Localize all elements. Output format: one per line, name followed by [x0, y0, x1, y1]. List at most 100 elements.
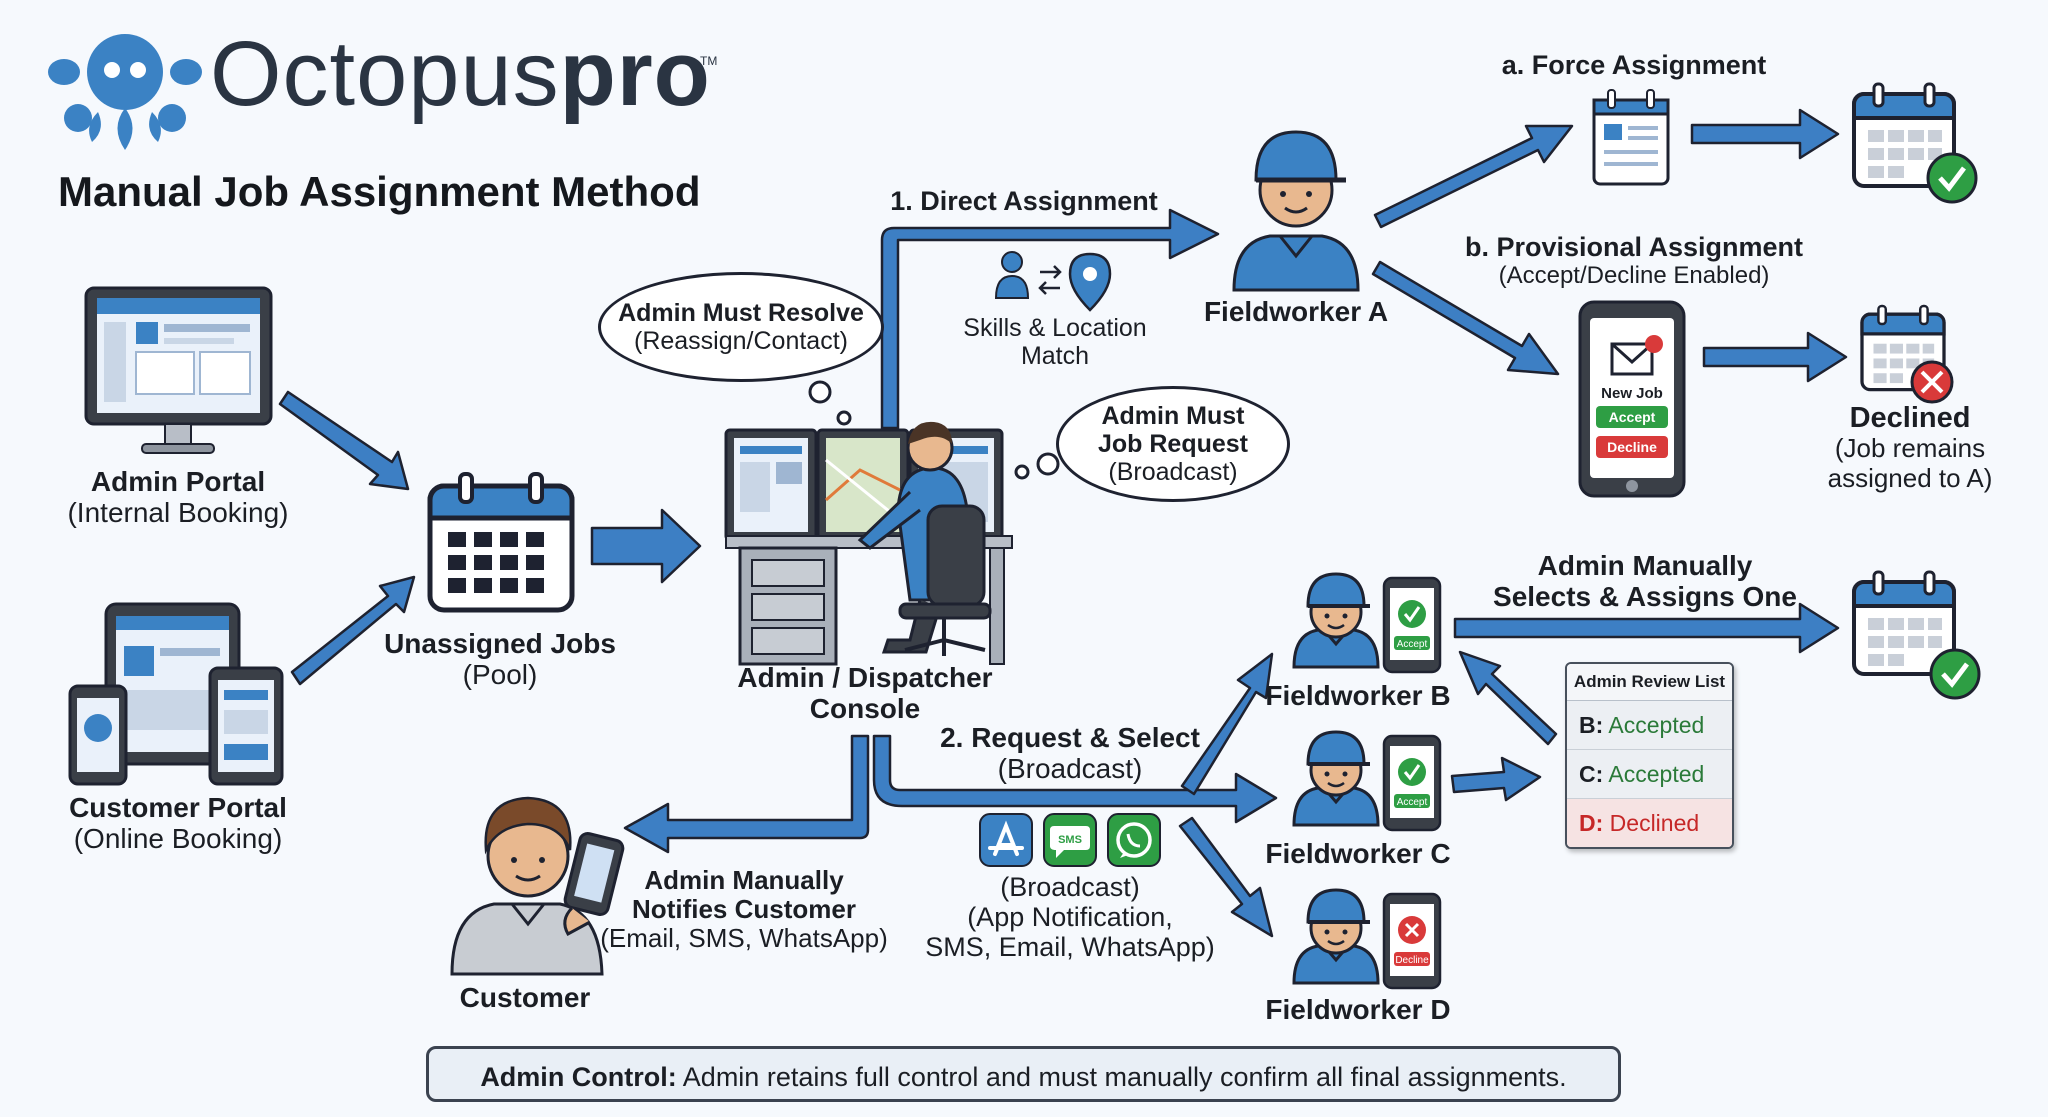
admin-portal-title: Admin Portal [90, 466, 266, 497]
selected-done-calendar-icon [1852, 570, 1981, 700]
fieldworker-b-phone-icon [1382, 576, 1442, 674]
skills-location-label: Skills & Location Match [940, 314, 1170, 370]
arrow-review-to-b [1458, 650, 1558, 746]
sms-icon: SMS [1043, 813, 1097, 867]
notify-customer-line-1: Admin Manually [644, 865, 844, 895]
brand-name-bold: pro [559, 23, 711, 125]
flow-arrows [278, 108, 1848, 938]
fieldworker-b-label: Fieldworker B [1265, 680, 1451, 711]
provisional-assignment-title: b. Provisional Assignment [1465, 232, 1803, 262]
declined-line-1: (Job remains [1834, 433, 1986, 464]
arrow-direct-assignment [880, 208, 1220, 430]
force-assignment-document-icon [1592, 89, 1670, 186]
review-row-b-status: Accepted [1608, 712, 1705, 738]
request-select-label: 2. Request & Select (Broadcast) [930, 722, 1210, 785]
phone-accept-button[interactable]: Accept [1609, 409, 1656, 425]
pool-subtitle: (Pool) [462, 659, 538, 691]
customer-label: Customer [459, 982, 591, 1013]
skills-location-line-1: Skills & Location [963, 314, 1147, 342]
review-row-d[interactable]: D: Declined [1567, 799, 1732, 847]
customer-portal-title: Customer Portal [69, 792, 287, 823]
footer-text: Admin retains full control and must manu… [676, 1062, 1567, 1092]
fieldworker-c-avatar [1292, 730, 1380, 827]
fieldworker-b-avatar [1292, 572, 1380, 669]
whatsapp-icon [1107, 813, 1161, 867]
declined-line-2: assigned to A) [1827, 462, 1993, 493]
notify-customer-line-2: Notifies Customer [632, 894, 856, 925]
arrow-a-to-force [1373, 124, 1574, 229]
fieldworker-a-avatar [1232, 130, 1360, 292]
arrow-a-to-provisional [1371, 260, 1560, 376]
provisional-assignment-subtitle: (Accept/Decline Enabled) [1499, 262, 1770, 289]
fieldworker-c-label: Fieldworker C [1265, 838, 1451, 869]
phone-decline-button[interactable]: Decline [1607, 439, 1657, 455]
review-row-c-key: C: [1579, 761, 1604, 787]
brand-name-light: Octopus [210, 23, 560, 125]
broadcast-channels-label: (Broadcast) (App Notification, SMS, Emai… [900, 872, 1240, 963]
admin-portal-subtitle: (Internal Booking) [67, 497, 289, 529]
thought-bubble-tails [808, 380, 1060, 480]
admin-resolve-title: Admin Must Resolve [618, 299, 864, 327]
fieldworker-c-phone-label: Accept [1397, 797, 1428, 808]
admin-portal-label: Admin Portal (Internal Booking) [40, 466, 316, 529]
review-row-d-key: D: [1579, 810, 1604, 836]
skills-location-icon [994, 251, 1112, 312]
admin-selects-line-2: Selects & Assigns One [1493, 581, 1797, 613]
phone-new-job-label: New Job [1601, 385, 1663, 402]
sms-icon-label: SMS [1058, 834, 1082, 846]
footer-bold-label: Admin Control: [480, 1062, 677, 1092]
app-store-icon [979, 813, 1033, 867]
dispatcher-workstation-icon [724, 421, 1013, 666]
admin-broadcast-subtitle: (Broadcast) [1108, 458, 1238, 486]
customer-portal-subtitle: (Online Booking) [73, 823, 283, 855]
arrow-c-to-review [1450, 756, 1542, 802]
pool-title: Unassigned Jobs [384, 628, 616, 659]
review-row-c-status: Accepted [1608, 761, 1705, 787]
declined-label: Declined (Job remains assigned to A) [1800, 402, 2020, 493]
skills-location-line-2: Match [1020, 342, 1090, 370]
review-row-c[interactable]: C: Accepted [1567, 750, 1732, 799]
admin-broadcast-line-2: Job Request [1097, 430, 1249, 458]
provisional-phone-icon [1578, 300, 1686, 498]
admin-control-footer: Admin Control: Admin retains full contro… [426, 1046, 1621, 1102]
review-row-b-key: B: [1579, 712, 1604, 738]
fieldworker-d-label: Fieldworker D [1265, 994, 1451, 1025]
arrow-request-to-b [1180, 652, 1274, 796]
arrow-console-to-c [872, 734, 1278, 824]
admin-broadcast-line-1: Admin Must [1101, 402, 1245, 430]
fieldworker-a-label: Fieldworker A [1203, 296, 1389, 327]
page-title: Manual Job Assignment Method [58, 168, 701, 215]
octopus-logo-icon [48, 34, 202, 150]
admin-monitor-icon [84, 286, 273, 454]
arrow-customer-to-pool [290, 575, 416, 686]
notify-customer-line-3: (Email, SMS, WhatsApp) [600, 923, 888, 954]
broadcast-channels-line-2: (App Notification, [967, 902, 1173, 933]
broadcast-channels-line-3: SMS, Email, WhatsApp) [925, 932, 1215, 963]
admin-selects-label: Admin Manually Selects & Assigns One [1470, 550, 1820, 613]
admin-resolve-bubble: Admin Must Resolve (Reassign/Contact) [598, 272, 884, 382]
brand-wordmark: Octopuspro [210, 28, 711, 120]
customer-portal-label: Customer Portal (Online Booking) [40, 792, 316, 855]
arrow-force-to-done [1690, 108, 1840, 160]
force-done-calendar-icon [1852, 82, 1978, 204]
arrow-console-to-customer [623, 734, 870, 854]
customer-devices-icon [68, 602, 284, 786]
console-line-1: Admin / Dispatcher [737, 662, 993, 693]
arrow-admin-to-pool [278, 390, 410, 491]
fieldworker-c-phone-icon [1382, 734, 1442, 832]
review-row-b[interactable]: B: Accepted [1567, 701, 1732, 750]
arrow-provisional-to-declined [1702, 331, 1848, 383]
fieldworker-d-phone-icon [1382, 892, 1442, 990]
pool-label: Unassigned Jobs (Pool) [370, 628, 630, 691]
declined-calendar-icon [1860, 304, 1954, 404]
arrow-request-to-d [1178, 816, 1274, 938]
request-select-subtitle: (Broadcast) [997, 753, 1143, 785]
fieldworker-b-phone-label: Accept [1397, 639, 1428, 650]
arrow-select-to-done [1453, 602, 1840, 654]
customer-avatar [450, 796, 625, 976]
pool-calendar-icon [427, 472, 575, 613]
direct-assignment-title: 1. Direct Assignment [890, 186, 1158, 216]
admin-review-list-title: Admin Review List [1567, 664, 1732, 701]
admin-review-list: Admin Review List B: Accepted C: Accepte… [1565, 662, 1734, 849]
